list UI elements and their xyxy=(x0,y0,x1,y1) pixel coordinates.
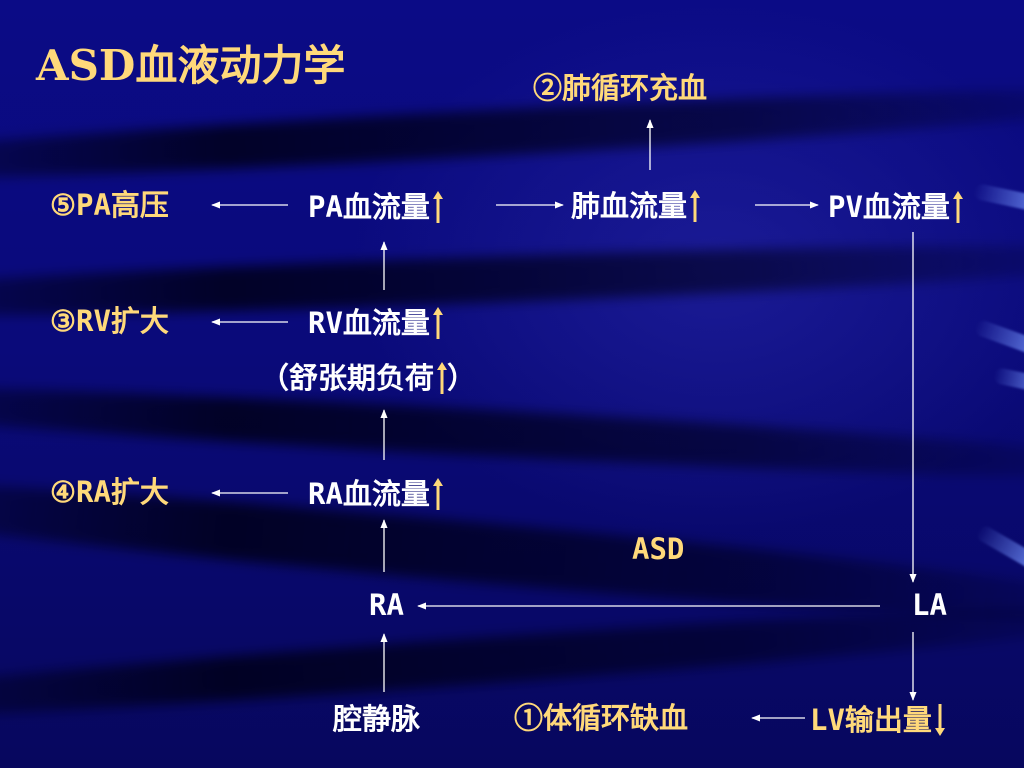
node-systemic-ischemia: ①体循环缺血 xyxy=(514,701,689,735)
node-rv-enlarge: ③RV扩大 xyxy=(50,304,169,338)
up-arrow-icon xyxy=(432,307,443,339)
node-diastolic-load-label: （舒张期负荷 xyxy=(260,361,435,395)
node-ra: RA xyxy=(369,588,404,622)
node-rv-flow-label: RV血流量 xyxy=(308,306,430,340)
node-lung-flow-label: 肺血流量 xyxy=(571,189,688,223)
node-lung-flow: 肺血流量 xyxy=(571,189,701,223)
node-pa-flow: PA血流量 xyxy=(308,191,443,223)
node-asd: ASD xyxy=(632,532,685,566)
node-vena-cava: 腔静脉 xyxy=(333,702,421,736)
node-rv-flow: RV血流量 xyxy=(308,307,443,339)
up-arrow-icon xyxy=(432,191,443,223)
node-diastolic-load: （舒张期负荷 ） xyxy=(260,362,476,394)
up-arrow-icon xyxy=(432,478,443,510)
node-pulmonary-congestion: ②肺循环充血 xyxy=(533,71,708,105)
node-ra-flow-label: RA血流量 xyxy=(308,477,430,511)
node-lv-output-label: LV输出量 xyxy=(810,703,932,737)
node-pa-flow-label: PA血流量 xyxy=(308,190,430,224)
node-pa-hypertension: ⑤PA高压 xyxy=(50,188,169,222)
up-arrow-icon xyxy=(437,362,448,394)
node-diastolic-load-close: ） xyxy=(447,361,477,395)
down-arrow-icon xyxy=(934,704,945,736)
node-ra-enlarge: ④RA扩大 xyxy=(50,475,169,509)
up-arrow-icon xyxy=(952,191,963,223)
up-arrow-icon xyxy=(690,190,701,222)
node-pv-flow-label: PV血流量 xyxy=(828,190,950,224)
node-la: LA xyxy=(912,588,947,622)
node-ra-flow: RA血流量 xyxy=(308,478,443,510)
node-lv-output: LV输出量 xyxy=(810,704,945,736)
slide-title: ASD血液动力学 xyxy=(36,41,346,90)
node-pv-flow: PV血流量 xyxy=(828,191,963,223)
